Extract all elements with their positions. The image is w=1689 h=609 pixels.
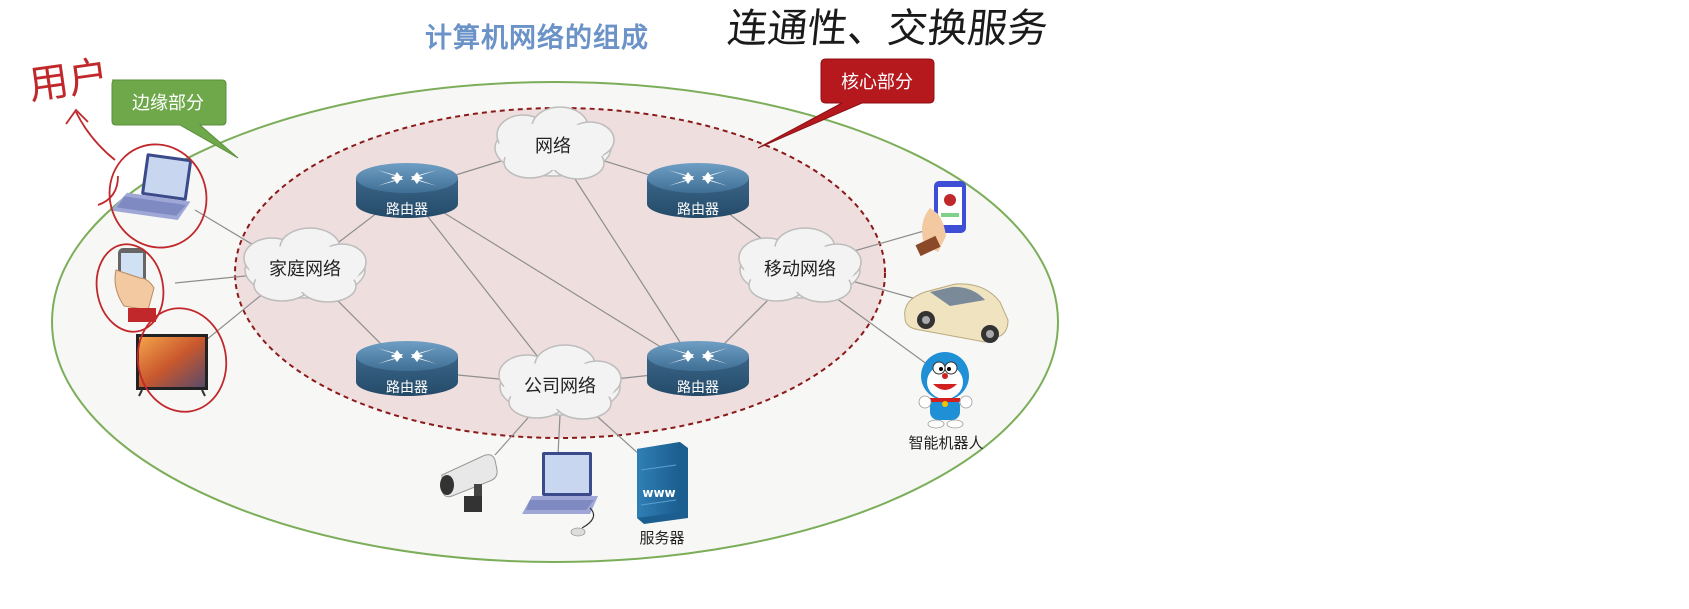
server-www-label: www [642,486,675,500]
cloud-company: 公司网络 [498,344,622,420]
router-top-left: 路由器 [356,163,458,218]
handwritten-top-note: 连通性、交换服务 [725,6,1050,52]
edge-callout: 边缘部分 [111,79,239,159]
router-label: 路由器 [677,380,719,396]
smartphone-icon [114,248,156,322]
cloud-home-label: 家庭网络 [269,259,341,280]
laptop-icon [110,153,193,221]
robot-label: 智能机器人 [908,434,983,452]
handwritten-side-note: 用户 [25,52,112,110]
router-bottom-left: 路由器 [356,341,458,396]
camera-icon [440,454,498,512]
cloud-mobile-label: 移动网络 [764,259,836,280]
cloud-network-label: 网络 [535,136,571,157]
server-label: 服务器 [639,529,684,547]
handwritten-annotations [65,108,228,413]
cloud-home: 家庭网络 [243,227,367,303]
edge-callout-label: 边缘部分 [132,93,204,114]
router-bottom-right: 路由器 [647,341,749,396]
mobile-phone-icon [915,181,966,257]
router-top-right: 路由器 [647,163,749,218]
car-icon [904,283,1009,343]
core-callout: 核心部分 [757,58,935,149]
robot-icon [918,352,973,429]
tv-icon [136,334,208,397]
router-label: 路由器 [386,202,428,218]
diagram-title: 计算机网络的组成 [425,23,649,54]
core-callout-label: 核心部分 [841,72,913,93]
company-laptop-icon [522,452,598,537]
router-label: 路由器 [677,202,719,218]
cloud-network: 网络 [494,106,615,180]
router-label: 路由器 [386,380,428,396]
cloud-mobile: 移动网络 [738,227,862,303]
server-icon: www [637,442,688,524]
cloud-company-label: 公司网络 [524,376,596,397]
